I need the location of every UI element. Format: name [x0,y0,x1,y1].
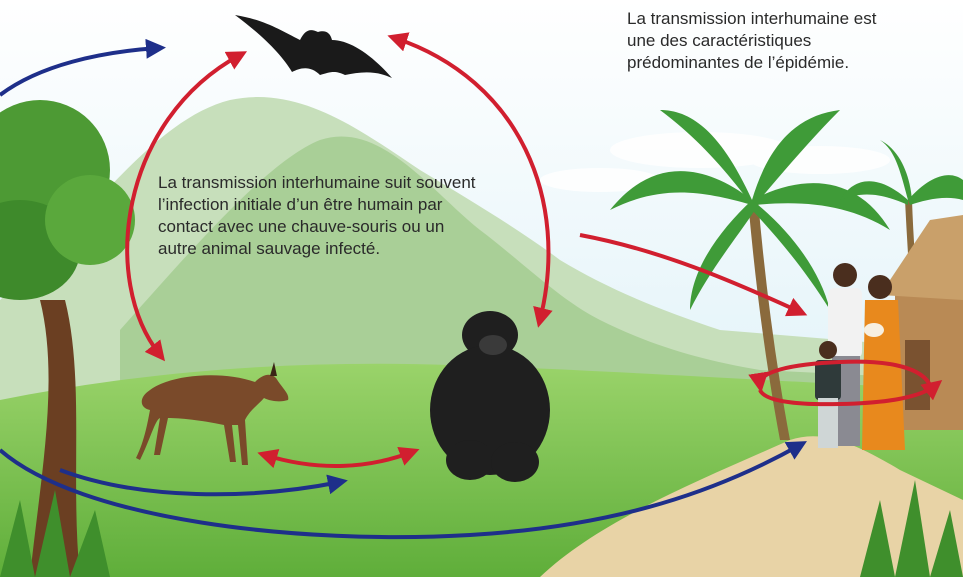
caption-top: La transmission interhumaine est une des… [627,8,947,74]
caption-top-line: prédominantes de l’épidémie. [627,52,947,74]
caption-middle-line: La transmission interhumaine suit souven… [158,172,558,194]
caption-middle-line: contact avec une chauve-souris ou un [158,216,558,238]
caption-top-line: une des caractéristiques [627,30,947,52]
caption-middle: La transmission interhumaine suit souven… [158,172,558,260]
caption-top-line: La transmission interhumaine est [627,8,947,30]
caption-middle-line: autre animal sauvage infecté. [158,238,558,260]
caption-middle-line: l’infection initiale d’un être humain pa… [158,194,558,216]
